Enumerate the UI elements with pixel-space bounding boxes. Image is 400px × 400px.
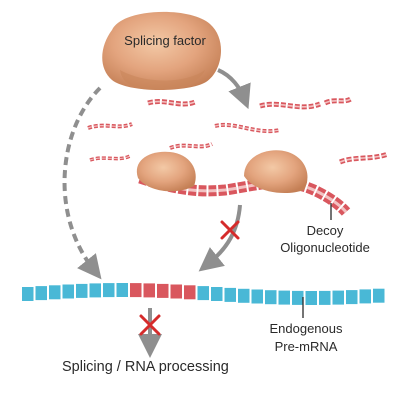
pre-mrna-strand bbox=[22, 283, 385, 305]
decoy-strand bbox=[324, 97, 353, 104]
premrna-block bbox=[62, 284, 74, 299]
decoy-label-line2: Oligonucleotide bbox=[280, 240, 370, 255]
premrna-label-line1: Endogenous bbox=[269, 321, 343, 336]
premrna-block bbox=[76, 283, 88, 298]
premrna-block bbox=[319, 290, 331, 305]
premrna-binding-site-block bbox=[170, 284, 182, 299]
premrna-block bbox=[278, 290, 290, 305]
splicing-outcome-label: Splicing / RNA processing bbox=[62, 359, 229, 375]
premrna-binding-site-block bbox=[130, 283, 142, 298]
premrna-block bbox=[238, 288, 250, 303]
premrna-block bbox=[35, 286, 47, 301]
decoy-strand bbox=[259, 103, 321, 108]
decoy-strand bbox=[339, 153, 389, 163]
premrna-block bbox=[292, 290, 304, 305]
decoy-strand bbox=[214, 124, 281, 132]
premrna-block bbox=[103, 283, 115, 298]
premrna-block bbox=[373, 288, 385, 303]
premrna-block bbox=[251, 289, 263, 304]
premrna-binding-site-block bbox=[184, 285, 196, 300]
decoy-strand bbox=[89, 155, 131, 161]
premrna-block bbox=[346, 290, 358, 305]
premrna-binding-site-block bbox=[157, 283, 169, 298]
decoy-strand bbox=[169, 143, 213, 149]
premrna-block bbox=[116, 283, 128, 297]
bound-splicing-factor-left bbox=[136, 151, 196, 192]
decoy-oligonucleotide-label: Decoy Oligonucleotide bbox=[266, 222, 384, 256]
splicing-factor-protein bbox=[102, 11, 222, 91]
endogenous-premrna-label: Endogenous Pre-mRNA bbox=[252, 320, 360, 356]
premrna-block bbox=[305, 291, 317, 305]
direct-binding-arrow bbox=[62, 86, 102, 280]
outcome-blocked-x-icon bbox=[139, 314, 161, 336]
decoy-binding-arrow bbox=[217, 68, 251, 110]
blocked-x-icon bbox=[220, 220, 240, 240]
free-decoy-strands bbox=[87, 95, 389, 165]
premrna-block bbox=[211, 287, 223, 301]
splicing-factor-label: Splicing factor bbox=[124, 33, 206, 48]
premrna-binding-site-block bbox=[143, 283, 155, 298]
premrna-block bbox=[49, 285, 61, 300]
premrna-block bbox=[22, 287, 34, 301]
bound-splicing-factor-right bbox=[244, 150, 308, 194]
decoy-label-line1: Decoy bbox=[306, 223, 344, 238]
premrna-block bbox=[359, 289, 371, 304]
premrna-block bbox=[224, 287, 236, 302]
decoy-strand bbox=[147, 100, 196, 105]
premrna-label-line2: Pre-mRNA bbox=[274, 339, 338, 354]
blocked-arrow bbox=[198, 204, 242, 272]
premrna-block bbox=[197, 286, 209, 301]
premrna-block bbox=[332, 290, 344, 305]
premrna-block bbox=[265, 290, 277, 305]
premrna-block bbox=[89, 283, 101, 298]
